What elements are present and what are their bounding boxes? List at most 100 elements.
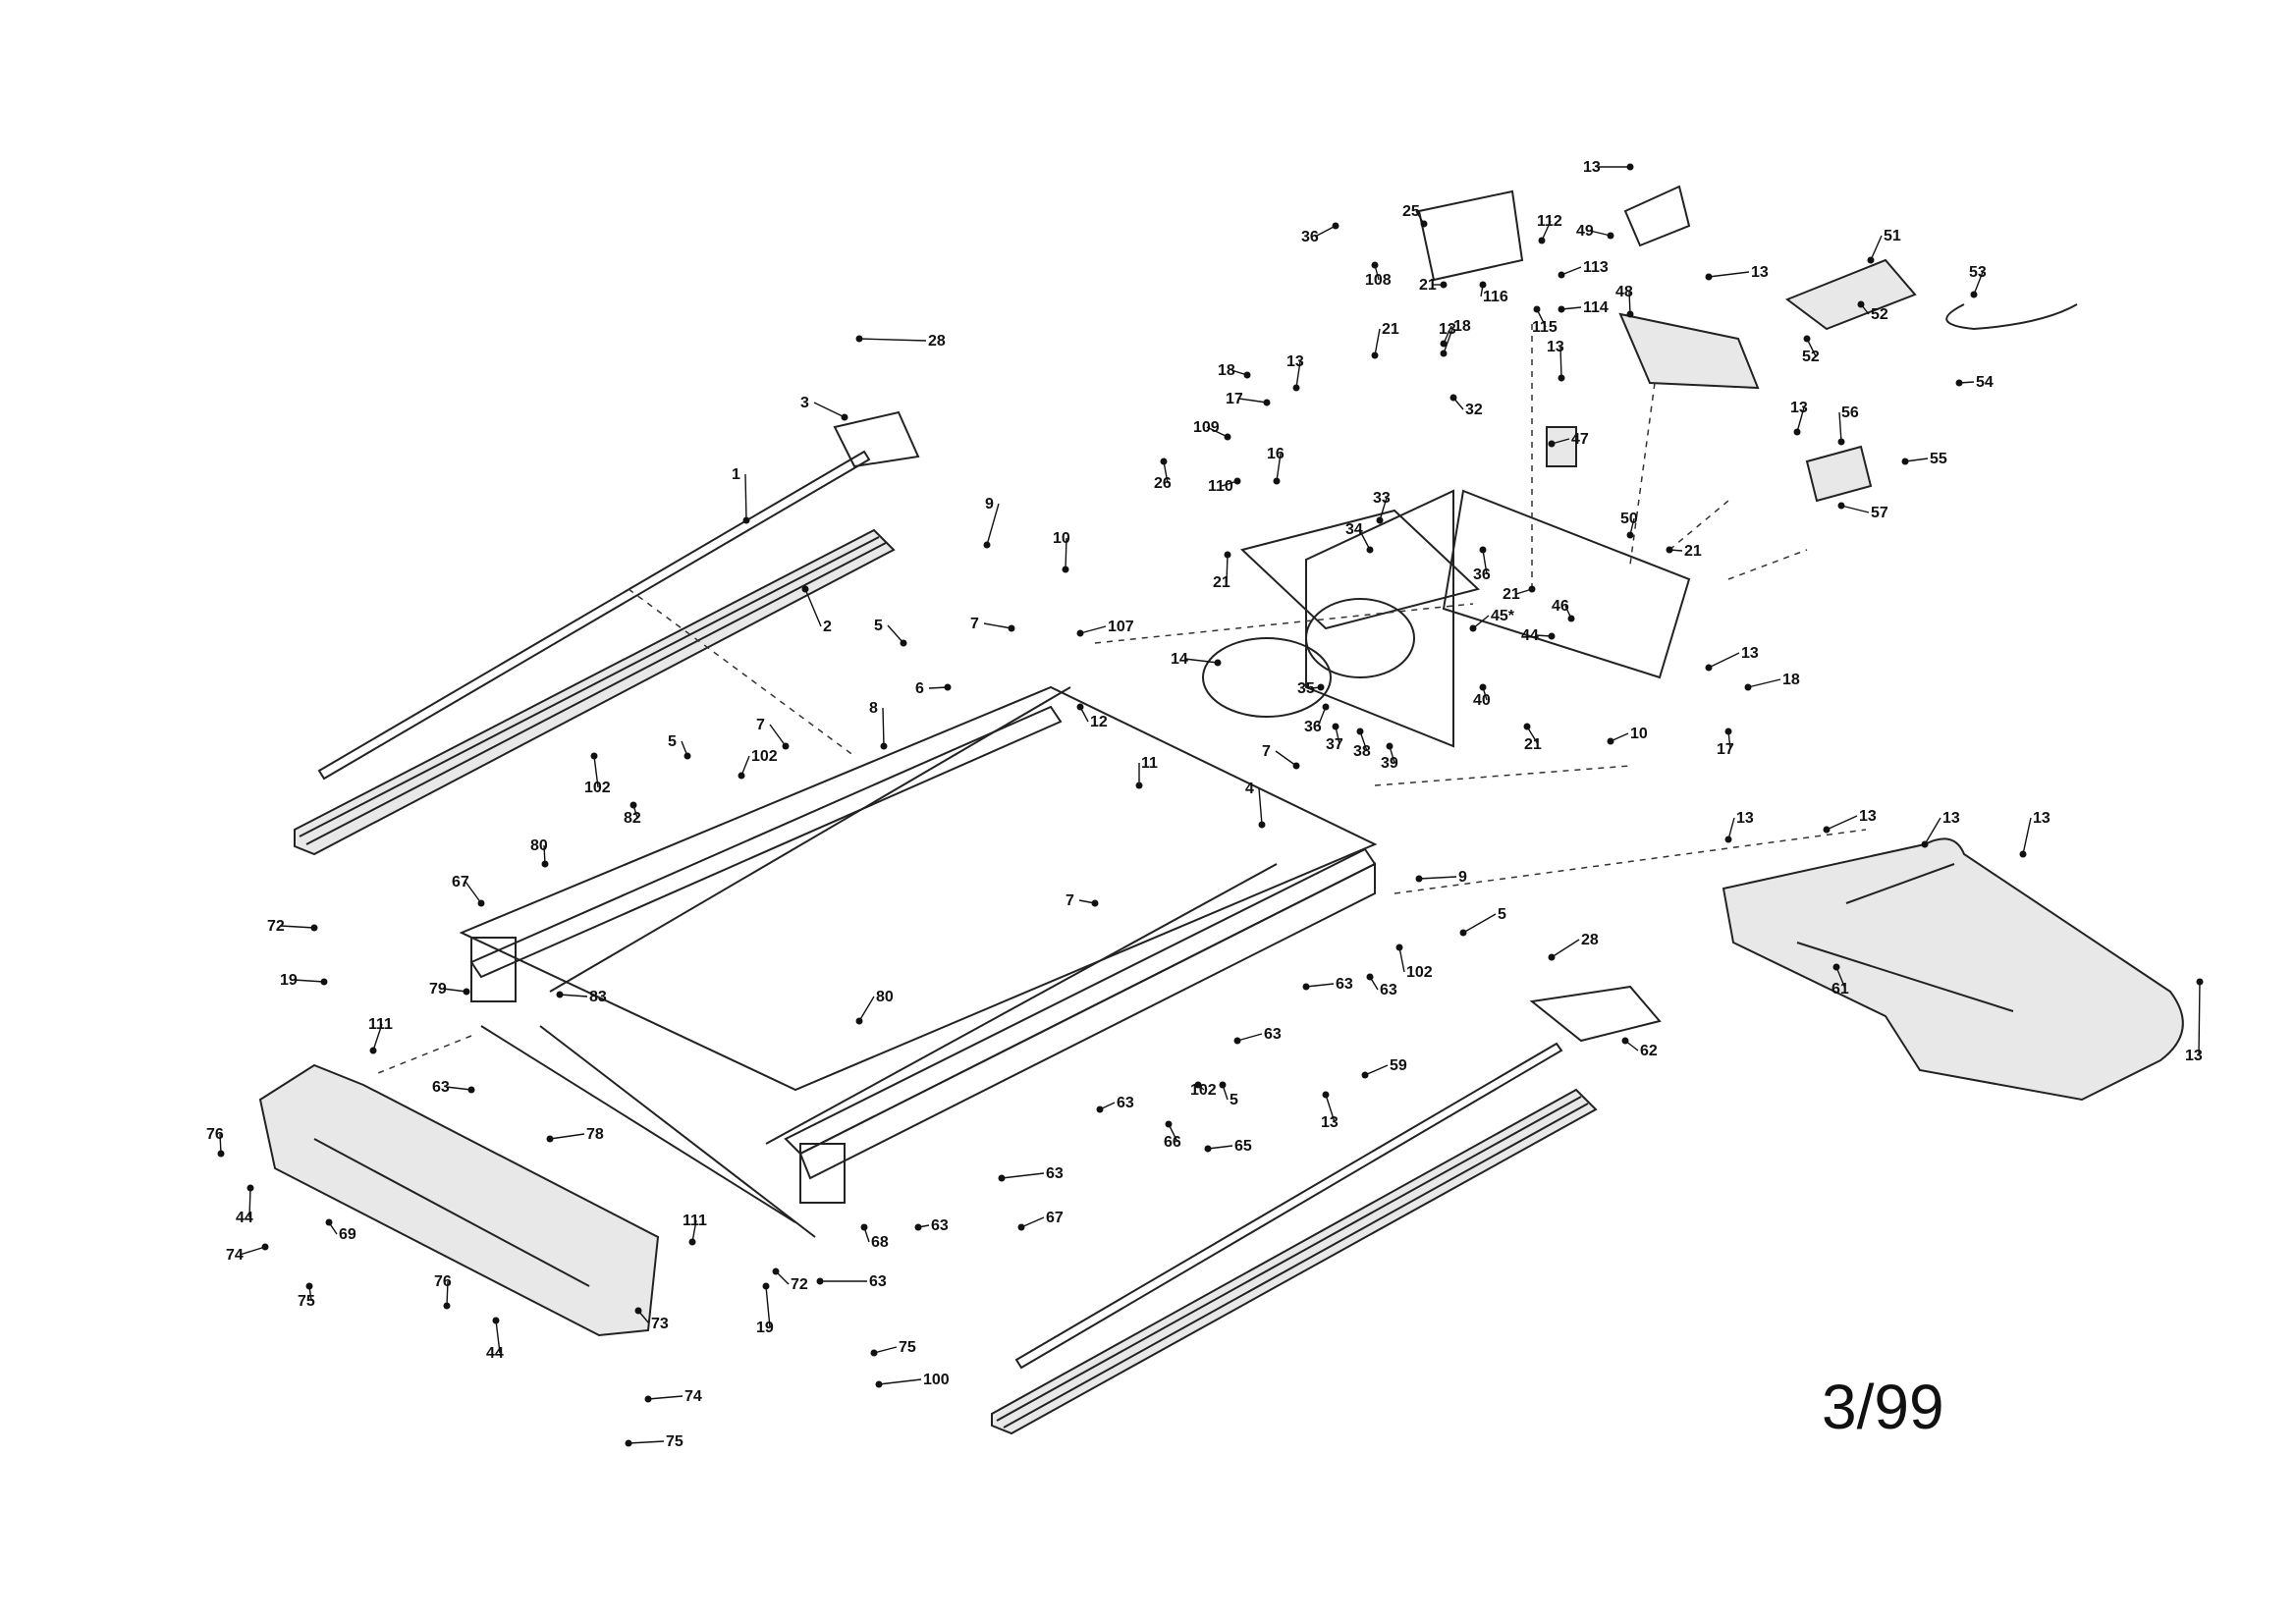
callout-fastener-dot [1302, 983, 1310, 991]
part-number-label: 56 [1841, 404, 1859, 421]
callout-fastener-dot [1837, 502, 1845, 510]
part-number-label: 102 [1406, 964, 1433, 981]
callout-fastener-dot [1548, 440, 1556, 448]
callout-fastener-dot [688, 1238, 696, 1246]
callout-fastener-dot [492, 1317, 500, 1324]
callout-fastener-dot [998, 1174, 1006, 1182]
callout-fastener-dot [855, 1017, 863, 1025]
callout-fastener-dot [801, 585, 809, 593]
callout-leader-line [1628, 291, 1631, 315]
callout-leader-line [1206, 426, 1229, 438]
part-number-label: 32 [1465, 402, 1483, 418]
callout-fastener-dot [1558, 374, 1565, 382]
part-number-label: 115 [1532, 319, 1558, 336]
callout-fastener-dot [1621, 1037, 1629, 1045]
part-number-label: 63 [1264, 1026, 1282, 1043]
part-number-label: 52 [1871, 306, 1888, 323]
part-number-label: 21 [1524, 736, 1542, 753]
callout-leader-line [983, 622, 1012, 629]
part-number-label: 7 [1262, 743, 1271, 760]
callout-fastener-dot [1076, 629, 1084, 637]
part-number-label: 7 [756, 717, 765, 733]
callout-fastener-dot [1666, 546, 1673, 554]
part-number-label: 21 [1382, 321, 1399, 338]
part-number-label: 37 [1326, 736, 1343, 753]
callout-fastener-dot [1233, 1037, 1241, 1045]
callout-leader-line [691, 1219, 697, 1243]
callout-fastener-dot [320, 978, 328, 986]
callout-fastener-dot [1371, 351, 1379, 359]
callout-fastener-dot [1361, 1071, 1369, 1079]
part-number-label: 69 [339, 1226, 356, 1243]
part-number-label: 36 [1473, 566, 1491, 583]
callout-fastener-dot [1224, 433, 1231, 441]
callout-fastener-dot [1395, 944, 1403, 951]
callout-leader-line [1079, 625, 1107, 634]
callout-fastener-dot [1724, 836, 1732, 843]
part-number-label: 53 [1969, 264, 1987, 281]
callout-leader-line [1163, 460, 1169, 484]
part-number-label: 72 [791, 1276, 808, 1293]
callout-fastener-dot [900, 639, 907, 647]
callout-fastener-dot [1292, 762, 1300, 770]
callout-fastener-dot [762, 1282, 770, 1290]
part-number-label: 18 [1453, 318, 1471, 335]
callout-fastener-dot [467, 1086, 475, 1094]
motor-hood [1722, 837, 2184, 1102]
part-number-label: 112 [1537, 213, 1562, 230]
callout-leader-line [2198, 981, 2201, 1056]
callout-fastener-dot [310, 924, 318, 932]
part-number-label: 7 [1066, 892, 1074, 909]
callout-fastener-dot [1724, 728, 1732, 735]
part-number-label: 11 [1141, 755, 1158, 772]
callout-fastener-dot [1386, 742, 1394, 750]
callout-fastener-dot [1901, 458, 1909, 465]
right-side-rail [991, 1042, 1598, 1435]
callout-fastener-dot [1533, 305, 1541, 313]
callout-leader-line [887, 624, 904, 644]
callout-fastener-dot [1017, 1223, 1025, 1231]
callout-fastener-dot [634, 1307, 642, 1315]
left-side-rail [294, 450, 896, 856]
part-number-label: 13 [1942, 810, 1960, 827]
callout-fastener-dot [1538, 237, 1546, 244]
part-number-label: 102 [584, 780, 611, 796]
callout-fastener-dot [1135, 782, 1143, 789]
part-number-label: 73 [651, 1316, 669, 1332]
callout-fastener-dot [1626, 163, 1634, 171]
callout-fastener-dot [1837, 438, 1845, 446]
part-number-label: 102 [751, 748, 778, 765]
callout-fastener-dot [1607, 737, 1614, 745]
callout-fastener-dot [1233, 477, 1241, 485]
callout-leader-line [1305, 983, 1335, 988]
part-number-label: 38 [1353, 743, 1371, 760]
callout-leader-line [1560, 266, 1582, 276]
part-number-label: 63 [1380, 982, 1397, 998]
part-number-label: 75 [899, 1339, 916, 1356]
callout-leader-line [804, 588, 822, 627]
callout-fastener-dot [1440, 340, 1448, 348]
callout-fastener-dot [1317, 683, 1325, 691]
callout-leader-line [986, 503, 1000, 546]
callout-leader-line [1870, 235, 1883, 261]
date-code: 3/99 [1822, 1372, 1944, 1442]
part-number-label: 79 [429, 981, 447, 998]
callout-leader-line [1924, 817, 1941, 845]
part-number-label: 13 [1286, 353, 1304, 370]
callout-leader-line [1840, 505, 1870, 513]
part-number-label: 14 [1171, 651, 1188, 668]
callout-fastener-dot [875, 1380, 883, 1388]
callout-fastener-dot [1160, 458, 1168, 465]
part-number-label: 13 [2185, 1048, 2203, 1064]
callout-leader-line [1325, 1094, 1336, 1123]
callout-leader-line [1541, 220, 1552, 242]
part-number-label: 111 [683, 1213, 707, 1229]
callout-leader-line [239, 1246, 266, 1256]
part-number-label: 52 [1802, 349, 1820, 365]
callout-fastener-dot [1479, 281, 1487, 289]
part-number-label: 21 [1213, 574, 1230, 591]
callout-leader-line [882, 707, 885, 747]
callout-leader-line [1838, 411, 1842, 443]
callout-fastener-dot [1440, 281, 1448, 289]
callout-fastener-dot [1479, 546, 1487, 554]
